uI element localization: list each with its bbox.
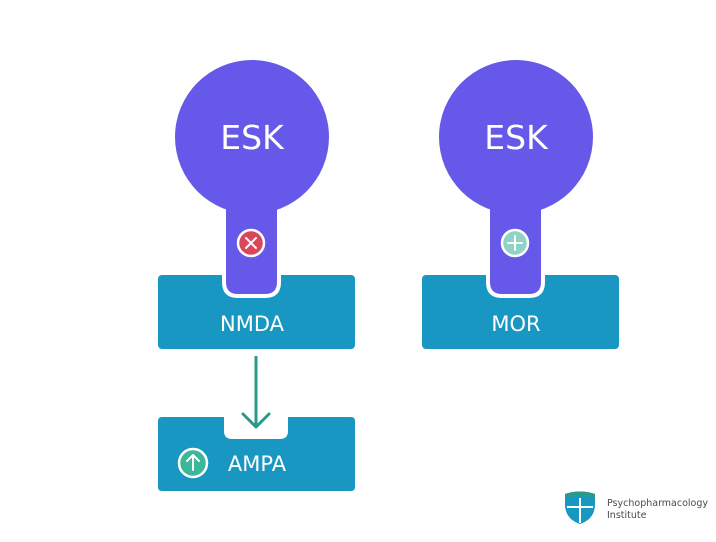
mor-receptor-block bbox=[422, 275, 619, 349]
nmda-receptor-block bbox=[158, 275, 355, 349]
logo-text: Psychopharmacology Institute bbox=[607, 498, 708, 522]
esk-drug-left: ESK bbox=[175, 60, 329, 298]
nmda-receptor-label: NMDA bbox=[220, 312, 285, 336]
ampa-receptor-block bbox=[158, 417, 355, 491]
logo-line-2: Institute bbox=[607, 510, 647, 521]
ampa-receptor-label: AMPA bbox=[228, 452, 287, 476]
down-arrow-icon bbox=[241, 356, 271, 429]
mor-receptor-label: MOR bbox=[491, 312, 540, 336]
esk-drug-right-label: ESK bbox=[484, 118, 549, 157]
esk-drug-left-head bbox=[175, 60, 329, 214]
esk-drug-right: ESK bbox=[439, 60, 593, 298]
shield-logo-icon bbox=[565, 491, 595, 524]
logo-line-1: Psychopharmacology bbox=[607, 498, 709, 509]
esk-drug-right-head bbox=[439, 60, 593, 214]
x-icon bbox=[236, 228, 266, 258]
plus-icon bbox=[500, 228, 530, 258]
up-arrow-icon bbox=[177, 447, 209, 479]
esk-drug-left-label: ESK bbox=[220, 118, 285, 157]
